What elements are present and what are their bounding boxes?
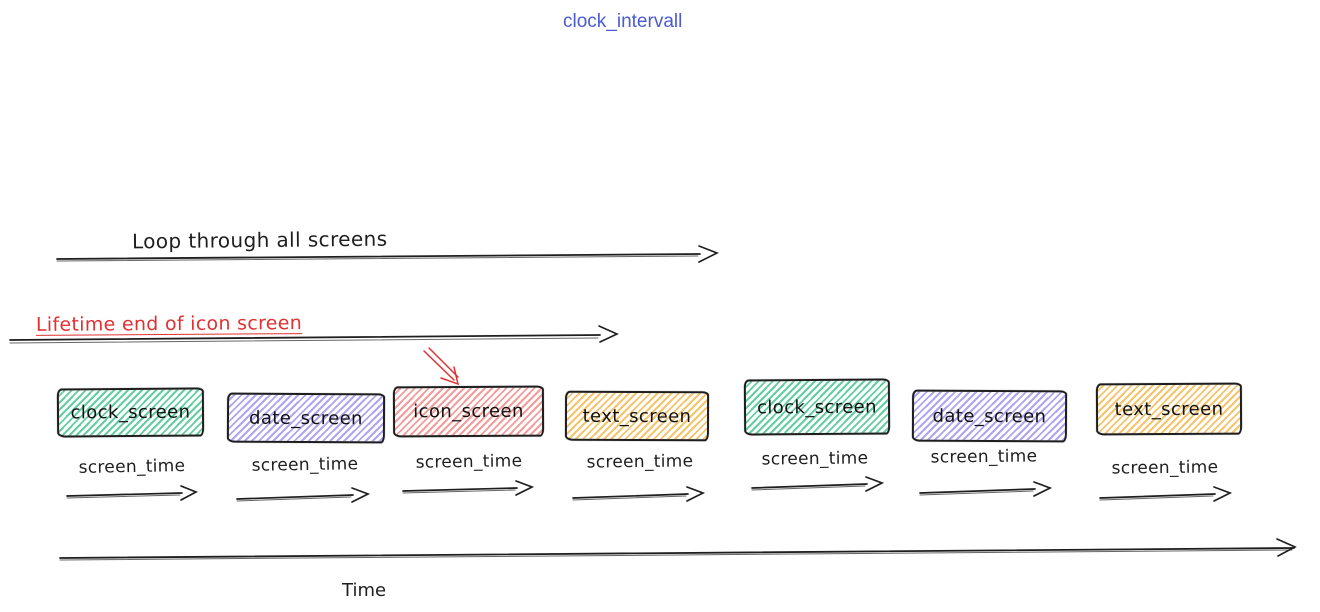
box-date-screen-2: date_screen [911, 389, 1068, 443]
screen-time-label-6: screen_time [930, 446, 1038, 468]
box-label: clock_screen [70, 401, 191, 424]
screen-time-arrow-2 [236, 487, 371, 503]
box-label: text_screen [582, 405, 692, 427]
box-date-screen-1: date_screen [226, 392, 386, 444]
screen-time-arrow-1 [66, 485, 199, 501]
box-label: date_screen [932, 405, 1047, 427]
screen-time-arrow-5 [751, 476, 885, 492]
box-text-screen-2: text_screen [1095, 382, 1243, 436]
time-arrow [59, 538, 1297, 561]
box-text-screen-1: text_screen [564, 390, 710, 442]
screen-time-arrow-4 [572, 486, 706, 502]
box-label: date_screen [249, 407, 363, 429]
screen-time-label-1: screen_time [78, 456, 186, 478]
box-label: icon_screen [413, 400, 524, 423]
diagram-title: clock_intervall [563, 11, 683, 32]
box-label: clock_screen [756, 396, 878, 418]
screen-time-arrows [66, 476, 1233, 503]
screen-time-arrow-3 [402, 480, 535, 496]
screen-time-label-7: screen_time [1111, 457, 1219, 479]
screen-time-label-5: screen_time [761, 448, 869, 470]
time-axis-label: Time [342, 580, 387, 601]
loop-arrow [56, 245, 719, 263]
box-clock-screen-2: clock_screen [743, 378, 891, 436]
box-icon-screen: icon_screen [392, 385, 545, 438]
screen-time-label-2: screen_time [251, 454, 359, 476]
box-label: text_screen [1114, 398, 1224, 420]
lifetime-label: Lifetime end of icon screen [35, 312, 303, 336]
screen-time-arrow-7 [1099, 486, 1233, 502]
screen-time-arrow-6 [919, 481, 1053, 497]
screen-time-label-3: screen_time [415, 451, 523, 473]
screen-time-label-4: screen_time [586, 451, 694, 473]
box-clock-screen-1: clock_screen [56, 387, 205, 438]
lifetime-arrow [9, 325, 619, 344]
loop-label: Loop through all screens [131, 226, 388, 254]
red-pointer-arrow [423, 347, 460, 386]
